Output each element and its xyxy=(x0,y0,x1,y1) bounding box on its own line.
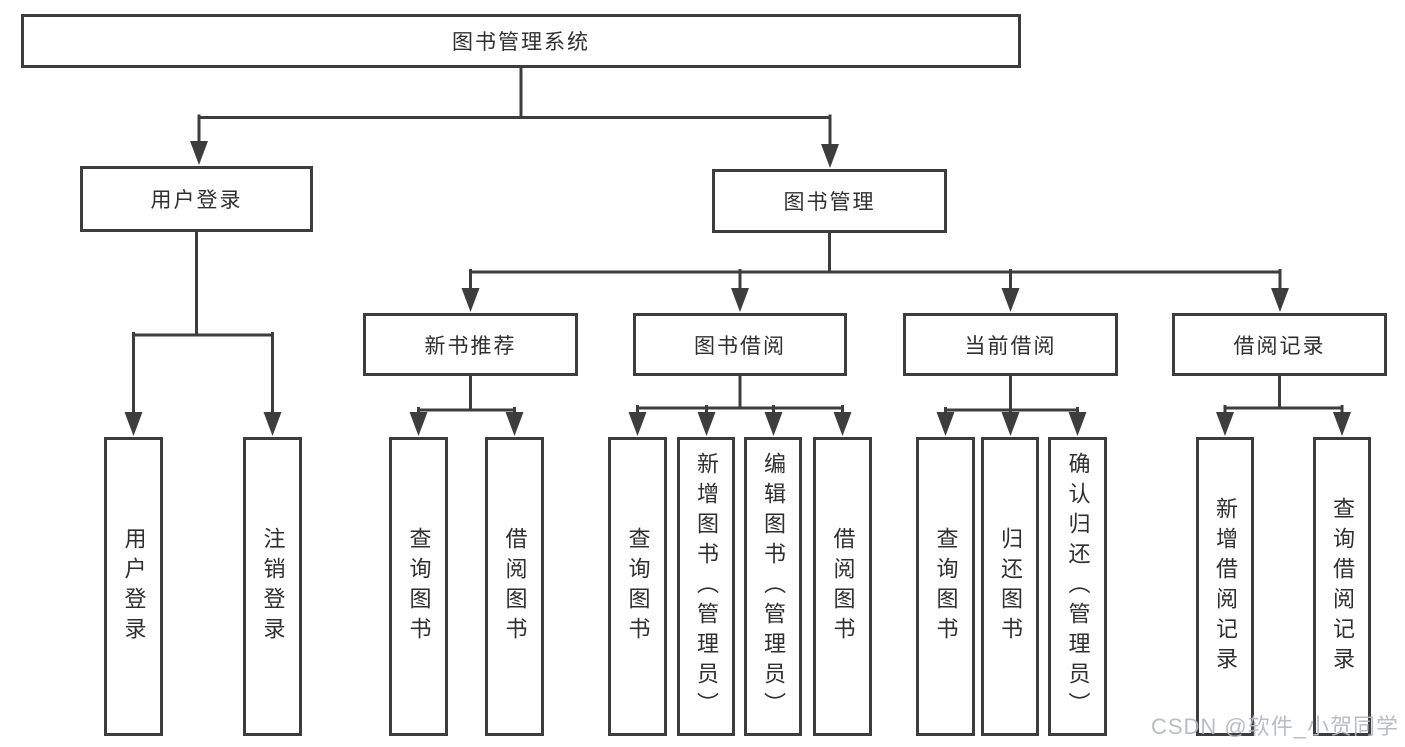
node-leaf-query-borrow-record: 查询借阅记录 xyxy=(1313,437,1371,736)
node-user-login: 用户登录 xyxy=(80,166,313,232)
arrowhead-down-icon xyxy=(731,288,749,312)
node-label-leaf-return-book: 归还图书 xyxy=(998,526,1023,647)
node-label-leaf-add-borrow-record: 新增借阅记录 xyxy=(1213,496,1238,677)
node-book-mgmt: 图书管理 xyxy=(712,169,947,233)
arrowhead-down-icon xyxy=(124,412,143,436)
arrowhead-down-icon xyxy=(1001,412,1020,436)
arrowhead-down-icon xyxy=(263,412,282,436)
node-label-leaf-add-book: 新增图书（管理员） xyxy=(694,451,719,722)
node-label-leaf-query-borrow-record: 查询借阅记录 xyxy=(1330,496,1355,677)
arrowhead-down-icon xyxy=(190,141,208,165)
node-label-leaf-query-book-1: 查询图书 xyxy=(406,526,432,647)
arrowhead-down-icon xyxy=(505,412,524,436)
node-borrow-records: 借阅记录 xyxy=(1172,313,1387,376)
node-label-leaf-confirm-return: 确认归还（管理员） xyxy=(1065,451,1091,722)
arrowhead-down-icon xyxy=(764,412,783,436)
node-leaf-add-borrow-record: 新增借阅记录 xyxy=(1196,437,1254,736)
node-current-borrow: 当前借阅 xyxy=(903,313,1118,376)
arrowhead-down-icon xyxy=(1068,412,1087,436)
arrowhead-down-icon xyxy=(936,412,955,436)
node-label-root: 图书管理系统 xyxy=(452,31,590,54)
arrowhead-down-icon xyxy=(1216,412,1234,436)
node-leaf-user-login: 用户登录 xyxy=(104,437,163,736)
arrowhead-down-icon xyxy=(697,412,716,436)
node-label-leaf-borrow-book-2: 借阅图书 xyxy=(830,526,856,647)
node-label-leaf-edit-book: 编辑图书（管理员） xyxy=(761,451,786,722)
node-leaf-query-book-2: 查询图书 xyxy=(608,437,667,736)
arrowhead-down-icon xyxy=(1001,288,1020,312)
node-leaf-query-book-3: 查询图书 xyxy=(916,437,975,736)
node-label-user-login: 用户登录 xyxy=(150,189,243,212)
node-label-leaf-logout: 注销登录 xyxy=(260,526,286,647)
node-leaf-confirm-return: 确认归还（管理员） xyxy=(1048,437,1107,736)
arrowhead-down-icon xyxy=(628,412,647,436)
node-leaf-add-book: 新增图书（管理员） xyxy=(677,437,735,736)
csdn-watermark: CSDN @软件_小贺同学 xyxy=(1150,714,1399,739)
arrowhead-down-icon xyxy=(1333,412,1351,436)
node-leaf-borrow-book-2: 借阅图书 xyxy=(813,437,872,736)
arrowhead-down-icon xyxy=(1271,288,1289,312)
node-leaf-borrow-book-1: 借阅图书 xyxy=(485,437,544,736)
node-leaf-query-book-1: 查询图书 xyxy=(389,437,448,736)
arrowhead-down-icon xyxy=(821,144,839,168)
node-label-leaf-borrow-book-1: 借阅图书 xyxy=(502,526,528,647)
node-label-current-borrow: 当前借阅 xyxy=(964,334,1057,358)
node-label-book-mgmt: 图书管理 xyxy=(783,191,876,214)
arrowhead-down-icon xyxy=(833,412,852,436)
node-leaf-logout: 注销登录 xyxy=(243,437,302,736)
node-label-book-borrow: 图书借阅 xyxy=(694,334,786,358)
node-leaf-edit-book: 编辑图书（管理员） xyxy=(744,437,802,736)
node-label-borrow-records: 借阅记录 xyxy=(1233,334,1326,358)
node-leaf-return-book: 归还图书 xyxy=(981,437,1039,736)
node-label-new-book-rec: 新书推荐 xyxy=(424,334,517,358)
node-book-borrow: 图书借阅 xyxy=(633,313,847,376)
node-label-leaf-query-book-3: 查询图书 xyxy=(933,526,959,647)
node-label-leaf-user-login: 用户登录 xyxy=(121,526,147,647)
node-root: 图书管理系统 xyxy=(21,14,1021,68)
arrowhead-down-icon xyxy=(409,412,428,436)
arrowhead-down-icon xyxy=(461,288,480,312)
node-new-book-rec: 新书推荐 xyxy=(363,313,578,376)
node-label-leaf-query-book-2: 查询图书 xyxy=(625,526,651,647)
